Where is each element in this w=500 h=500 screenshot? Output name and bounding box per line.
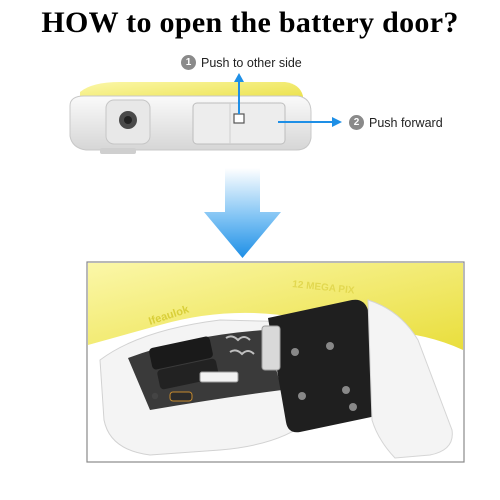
step-1-text: Push to other side [201,55,302,70]
arrow-up-icon [234,73,244,114]
down-arrow-icon [204,168,281,258]
step-2-text: Push forward [369,115,443,130]
camera-bottom-view [69,82,312,154]
step-2-number-badge: 2 [349,115,364,130]
page-title: HOW to open the battery door? [41,6,459,39]
arrow-right-icon [278,117,342,127]
camera-open-compartment: Ifeaulok 12 MEGA PIX [86,261,465,463]
step-1-label: 1 Push to other side [181,55,302,70]
step-2-label: 2 Push forward [349,115,443,130]
step-1-number-badge: 1 [181,55,196,70]
